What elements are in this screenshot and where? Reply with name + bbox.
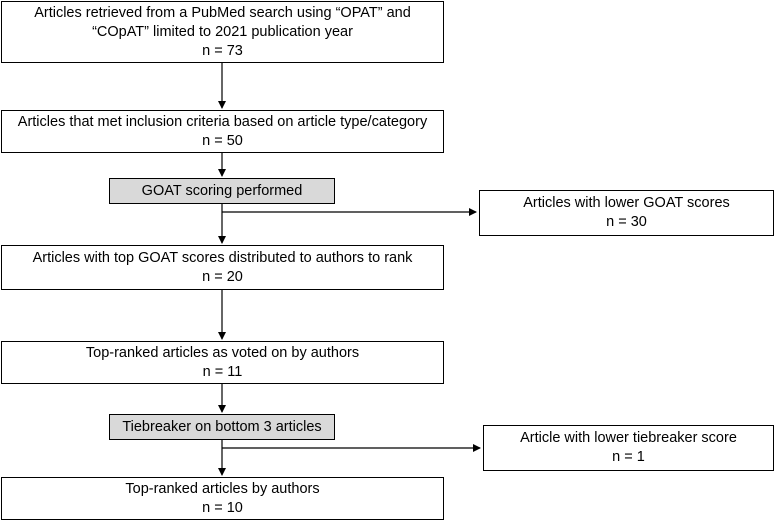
top-goat-scores-box: Articles with top GOAT scores distribute… (1, 245, 444, 290)
tiebreaker-box: Tiebreaker on bottom 3 articles (109, 414, 335, 440)
lower-tiebreaker-count: n = 1 (612, 449, 645, 465)
lower-goat-count: n = 30 (606, 214, 647, 230)
final-count: n = 10 (202, 499, 243, 516)
inclusion-count: n = 50 (202, 132, 243, 149)
top-goat-line-1: Articles with top GOAT scores distribute… (32, 249, 413, 266)
top-ranked-voted-line-1: Top-ranked articles as voted on by autho… (85, 344, 360, 361)
inclusion-criteria-box: Articles that met inclusion criteria bas… (1, 110, 444, 153)
lower-goat-scores-box: Articles with lower GOAT scores n = 30 (479, 190, 774, 236)
top-ranked-voted-box: Top-ranked articles as voted on by autho… (1, 341, 444, 384)
top-goat-count: n = 20 (202, 268, 243, 285)
top-ranked-voted-count: n = 11 (202, 363, 243, 380)
retrieved-count: n = 73 (202, 42, 243, 59)
lower-tiebreaker-box: Article with lower tiebreaker score n = … (483, 425, 774, 471)
final-articles-box: Top-ranked articles by authors n = 10 (1, 477, 444, 520)
retrieved-line-1: Articles retrieved from a PubMed search … (34, 4, 411, 21)
final-line-1: Top-ranked articles by authors (125, 480, 320, 497)
retrieved-line-2: “COpAT” limited to 2021 publication year (92, 23, 353, 40)
lower-goat-line-1: Articles with lower GOAT scores (523, 195, 730, 211)
retrieved-articles-box: Articles retrieved from a PubMed search … (1, 1, 444, 63)
lower-tiebreaker-line-1: Article with lower tiebreaker score (520, 430, 737, 446)
goat-scoring-box: GOAT scoring performed (109, 178, 335, 204)
goat-scoring-label: GOAT scoring performed (141, 182, 303, 199)
inclusion-line-1: Articles that met inclusion criteria bas… (17, 113, 428, 130)
tiebreaker-label: Tiebreaker on bottom 3 articles (122, 418, 322, 435)
